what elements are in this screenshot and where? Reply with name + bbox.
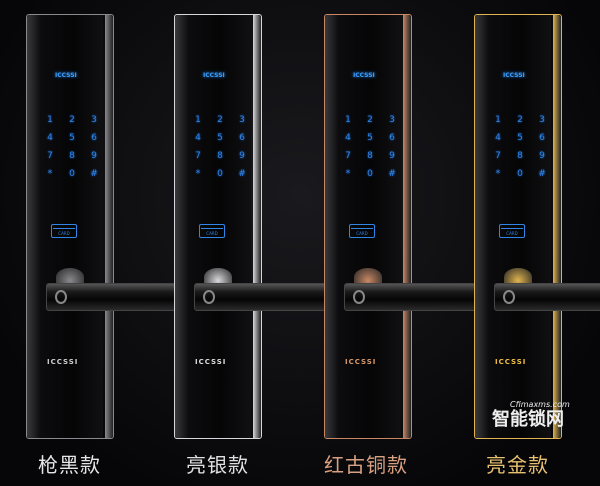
handle-knob — [56, 268, 84, 286]
brand-logo: ICCSSI — [195, 358, 227, 366]
keypad: 1 2 3 4 5 6 7 8 9 * 0 # — [39, 115, 105, 179]
keypad-key: 0 — [367, 169, 373, 179]
lever-handle — [494, 283, 600, 311]
lock-edge — [253, 15, 261, 438]
handle-knob — [204, 268, 232, 286]
keypad-key: * — [195, 169, 201, 179]
keypad-key: 4 — [195, 133, 201, 143]
variant-label: 亮金款 — [486, 453, 549, 477]
card-reader: CARD — [349, 224, 375, 238]
keypad: 1 2 3 4 5 6 7 8 9 * 0 # — [337, 115, 403, 179]
watermark-name: 智能锁网 — [492, 409, 564, 430]
fingerprint-sensor — [503, 290, 515, 304]
keypad-key: 3 — [239, 115, 245, 125]
keypad-key: 9 — [539, 151, 545, 161]
keypad-key: # — [90, 169, 98, 179]
keypad-key: 2 — [517, 115, 523, 125]
card-reader: CARD — [199, 224, 225, 238]
display-screen: ICCSSI — [55, 72, 77, 79]
smart-lock-4: ICCSSI 1 2 3 4 5 6 7 8 9 * 0 # CARD ICCSSI — [474, 14, 562, 439]
keypad-key: 2 — [69, 115, 75, 125]
fingerprint-sensor — [353, 290, 365, 304]
brand-logo: ICCSSI — [47, 358, 79, 366]
keypad-key: 8 — [217, 151, 223, 161]
keypad-key: 5 — [517, 133, 523, 143]
keypad-key: 3 — [539, 115, 545, 125]
lock-edge — [553, 15, 561, 438]
card-reader: CARD — [51, 224, 77, 238]
keypad-key: 2 — [217, 115, 223, 125]
variant-label: 枪黑款 — [38, 453, 101, 477]
keypad-key: 0 — [517, 169, 523, 179]
keypad-key: 4 — [495, 133, 501, 143]
lock-edge — [105, 15, 113, 438]
variant-label: 亮银款 — [186, 453, 249, 477]
keypad: 1 2 3 4 5 6 7 8 9 * 0 # — [187, 115, 253, 179]
keypad-key: 3 — [389, 115, 395, 125]
lock-panel — [475, 15, 551, 438]
keypad-key: 7 — [495, 151, 501, 161]
keypad-key: 4 — [47, 133, 53, 143]
keypad-key: 7 — [345, 151, 351, 161]
keypad-key: 3 — [91, 115, 97, 125]
keypad-key: 8 — [517, 151, 523, 161]
keypad-key: 6 — [389, 133, 395, 143]
lock-panel — [325, 15, 401, 438]
keypad: 1 2 3 4 5 6 7 8 9 * 0 # — [487, 115, 553, 179]
keypad-key: * — [495, 169, 501, 179]
keypad-key: 6 — [539, 133, 545, 143]
keypad-key: 0 — [217, 169, 223, 179]
keypad-key: # — [388, 169, 396, 179]
keypad-key: * — [47, 169, 53, 179]
keypad-key: 1 — [47, 115, 53, 125]
handle-knob — [504, 268, 532, 286]
handle-knob — [354, 268, 382, 286]
keypad-key: 1 — [195, 115, 201, 125]
keypad-key: 2 — [367, 115, 373, 125]
smart-lock-1: ICCSSI 1 2 3 4 5 6 7 8 9 * 0 # CARD ICCSSI — [26, 14, 114, 439]
keypad-key: 8 — [69, 151, 75, 161]
keypad-key: 7 — [195, 151, 201, 161]
smart-lock-3: ICCSSI 1 2 3 4 5 6 7 8 9 * 0 # CARD ICCSSI — [324, 14, 412, 439]
keypad-key: 4 — [345, 133, 351, 143]
fingerprint-sensor — [203, 290, 215, 304]
keypad-key: 5 — [367, 133, 373, 143]
lock-edge — [403, 15, 411, 438]
keypad-key: 9 — [91, 151, 97, 161]
keypad-key: 1 — [345, 115, 351, 125]
variant-label: 红古铜款 — [324, 453, 408, 477]
fingerprint-sensor — [55, 290, 67, 304]
keypad-key: 5 — [217, 133, 223, 143]
keypad-key: 6 — [239, 133, 245, 143]
keypad-key: 7 — [47, 151, 53, 161]
lock-panel — [175, 15, 251, 438]
display-screen: ICCSSI — [353, 72, 375, 79]
watermark-site: Cfimaxms.com — [510, 400, 570, 409]
keypad-key: 0 — [69, 169, 75, 179]
keypad-key: # — [538, 169, 546, 179]
keypad-key: 1 — [495, 115, 501, 125]
keypad-key: 5 — [69, 133, 75, 143]
keypad-key: 8 — [367, 151, 373, 161]
keypad-key: 9 — [389, 151, 395, 161]
keypad-key: * — [345, 169, 351, 179]
keypad-key: # — [238, 169, 246, 179]
display-screen: ICCSSI — [503, 72, 525, 79]
brand-logo: ICCSSI — [495, 358, 527, 366]
card-reader: CARD — [499, 224, 525, 238]
keypad-key: 6 — [91, 133, 97, 143]
lock-panel — [27, 15, 103, 438]
brand-logo: ICCSSI — [345, 358, 377, 366]
display-screen: ICCSSI — [203, 72, 225, 79]
smart-lock-2: ICCSSI 1 2 3 4 5 6 7 8 9 * 0 # CARD ICCSSI — [174, 14, 262, 439]
keypad-key: 9 — [239, 151, 245, 161]
